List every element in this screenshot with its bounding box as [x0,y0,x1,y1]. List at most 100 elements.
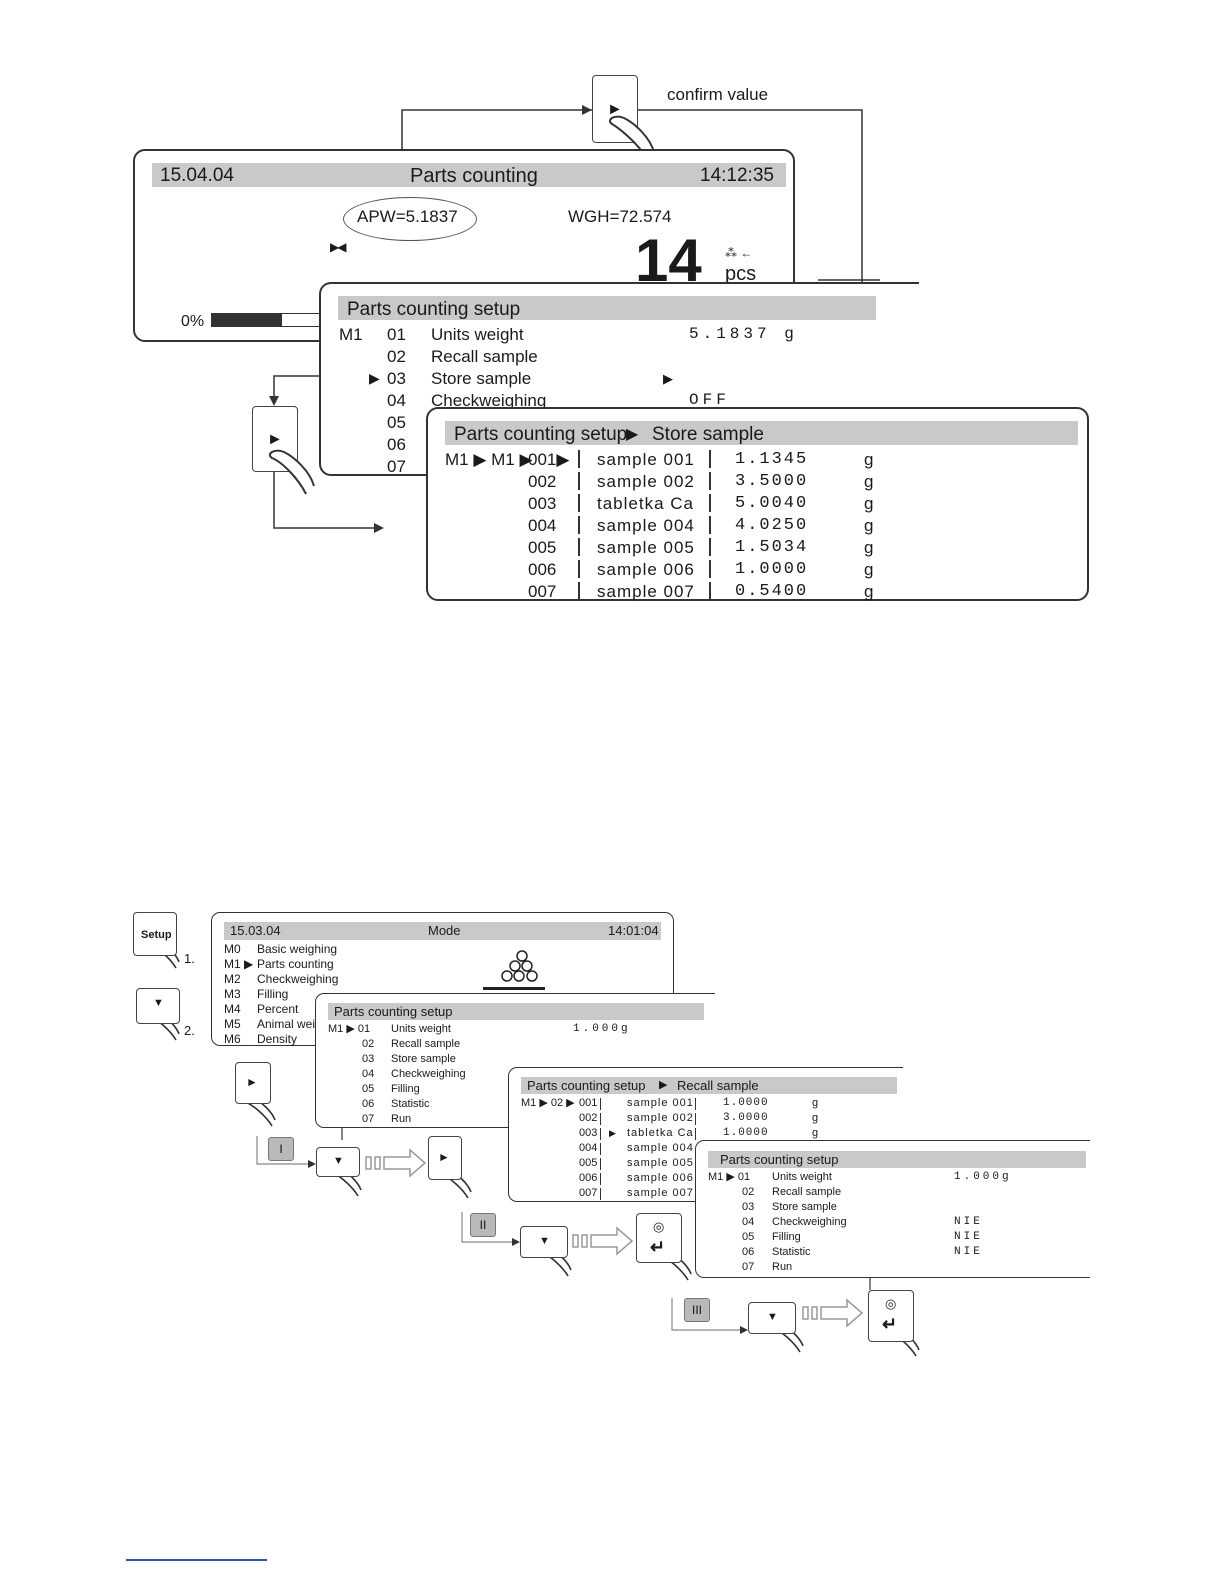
setup-item[interactable]: 06 [321,434,441,456]
setup1-item[interactable]: 05 Filling [316,1083,706,1098]
mode-item[interactable]: M3 Filling [212,987,412,1002]
down-key[interactable]: ▼ [136,988,180,1024]
setup1-item-label: Checkweighing [391,1068,466,1080]
select-key[interactable]: ► [428,1136,462,1180]
store-row[interactable]: 004 sample 004 4.0250 g [428,515,1078,537]
setup-item[interactable]: 05 [321,412,441,434]
recall-row[interactable]: 002 sample 002 3.0000 g [509,1112,899,1127]
store-row[interactable]: 002 sample 002 3.5000 g [428,471,1078,493]
setup1-item-num: 07 [362,1113,375,1125]
setup1-item[interactable]: 06 Statistic [316,1098,706,1113]
recall-row[interactable]: 005 sample 005 [509,1157,899,1172]
setup2-item-label: Units weight [772,1171,832,1183]
column-divider [709,494,711,512]
mode-label: Density [257,1032,298,1046]
column-divider [600,1128,601,1140]
mode-item[interactable]: M5 Animal weig [212,1017,412,1032]
setup2-item[interactable]: 07 Run [696,1261,1086,1276]
setup1-item[interactable]: Units weight 1.000g [316,1023,706,1038]
setup1-item[interactable]: 02 Recall sample [316,1038,706,1053]
recall-row[interactable]: 007 sample 007 [509,1187,899,1202]
recall-row[interactable]: 006 sample 006 [509,1172,899,1187]
store-row[interactable]: 007 sample 007 0.5400 g [428,581,1078,603]
recall-row[interactable]: 004 sample 004 [509,1142,899,1157]
setup-mode: M1 [339,325,363,344]
setup1-item[interactable]: 07 Run [316,1113,706,1128]
recall-path: M1 ▶ 02 ▶ [521,1097,575,1109]
column-divider [578,538,580,556]
mode-item[interactable]: M6 Density [212,1032,412,1047]
setup2-item[interactable]: 05 Filling NIE [696,1231,1086,1246]
row-unit: g [864,450,874,469]
row-num: 001▶ [528,450,570,469]
column-divider [600,1188,601,1200]
store-row[interactable]: 003 tabletka Ca 5.0040 g [428,493,1078,515]
setup-header [338,296,876,320]
recall-row-selected[interactable]: 003 ▶ tabletka Ca 1.0000 g [509,1127,899,1142]
mode-item[interactable]: M4 Percent [212,1002,412,1017]
setup-item-num: 05 [387,413,406,432]
mode-item[interactable]: M2 Checkweighing [212,972,412,987]
setup2-item[interactable]: 02 Recall sample [696,1186,1086,1201]
setup-key[interactable]: Setup [133,912,177,956]
setup2-item-num: 05 [742,1231,755,1243]
setup-item[interactable]: 04 Checkweighing OFF [321,390,881,412]
cursor-arrow-icon: ▶ [369,370,380,386]
recall-row[interactable]: 001 sample 001 1.0000 g [509,1097,899,1112]
enter-key[interactable]: ◎ ↵ [868,1290,914,1342]
row-name: tabletka Ca [627,1127,694,1139]
setup-item-num: 01 [387,325,406,344]
step-marker-3: III [684,1298,710,1322]
setup2-item-label: Recall sample [772,1186,842,1198]
target-icon: ◎ [885,1296,897,1311]
mode-code: M1 ▶ [224,957,254,971]
setup1-item[interactable]: 03 Store sample [316,1053,706,1068]
row-name: sample 002 [627,1112,694,1124]
step-1-label: 1. [184,951,195,966]
confirm-value-label: confirm value [667,85,769,104]
column-divider [709,516,711,534]
enter-key[interactable]: ◎ ↵ [636,1213,682,1263]
apw-value: APW=5.1837 [357,207,458,226]
store-row[interactable]: 006 sample 006 1.0000 g [428,559,1078,581]
target-icon: ◎ [653,1219,665,1234]
store-row[interactable]: 005 sample 005 1.5034 g [428,537,1078,559]
setup-item-selected[interactable]: ▶ 03 Store sample ▶ [321,368,881,390]
setup2-item[interactable]: 04 Checkweighing NIE [696,1216,1086,1231]
mode-title: Mode [428,923,461,938]
setup2-item[interactable]: 03 Store sample [696,1201,1086,1216]
row-num: 005 [528,538,557,557]
setup2-item[interactable]: Units weight 1.000g [696,1171,1086,1186]
mode-item-selected[interactable]: M1 ▶ Parts counting [212,957,412,972]
down-key[interactable]: ▼ [316,1147,360,1177]
enter-icon: ↵ [650,1237,666,1257]
mode-item[interactable]: M0 Basic weighing [212,942,412,957]
setup-item[interactable]: 07 [321,456,441,478]
row-name: sample 005 [627,1157,694,1169]
column-divider [695,1113,696,1125]
setup-item[interactable]: 01 Units weight 5.1837 g [321,324,881,346]
setup2-item[interactable]: 06 Statistic NIE [696,1246,1086,1261]
screen-time: 14:12:35 [700,165,774,186]
title-separator-icon: ▶ [659,1079,668,1091]
setup1-item-num: 04 [362,1068,375,1080]
setup-item[interactable]: 02 Recall sample [321,346,881,368]
column-divider [600,1158,601,1170]
wgh-value: WGH=72.574 [568,207,672,226]
setup1-item[interactable]: 04 Checkweighing [316,1068,706,1083]
setup1-mode: M1 ▶ 01 [328,1023,371,1035]
select-key[interactable]: ► [235,1062,271,1104]
column-divider [578,516,580,534]
row-num: 006 [579,1172,598,1184]
setup1-item-label: Recall sample [391,1038,461,1050]
row-name: sample 005 [597,538,695,557]
setup1-title: Parts counting setup [334,1004,453,1019]
down-key[interactable]: ▼ [748,1302,796,1334]
right-arrow-icon: ► [267,431,283,448]
down-key[interactable]: ▼ [520,1226,568,1258]
store-row[interactable]: 001▶ sample 001 1.1345 g [428,449,1078,471]
setup-item-value: 5.1837 g [689,325,798,343]
column-divider [600,1113,601,1125]
setup2-item-num: 04 [742,1216,755,1228]
column-divider [709,560,711,578]
